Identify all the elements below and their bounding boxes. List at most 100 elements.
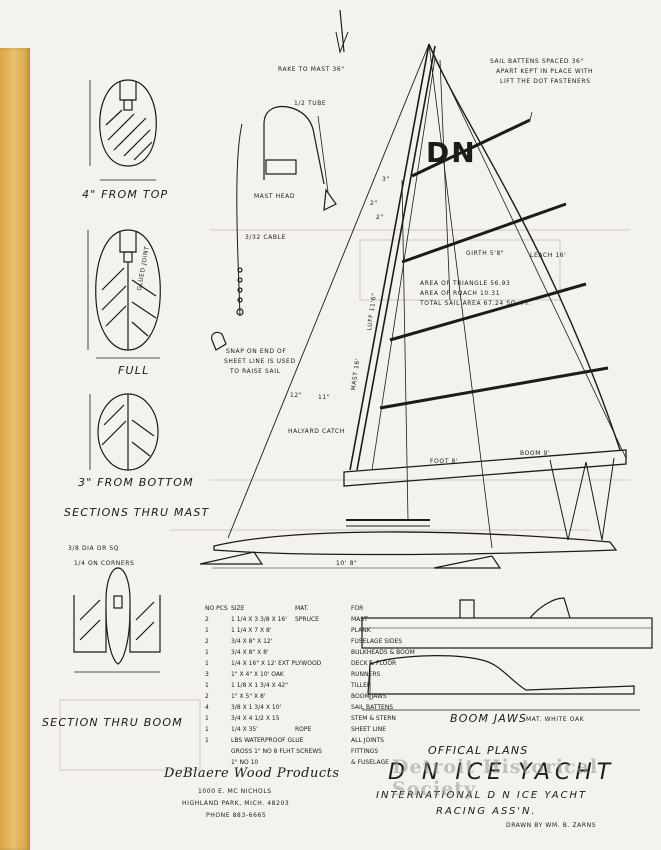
materials-cell: 1 [205,660,209,667]
section-bottom-label: 3" FROM BOTTOM [78,476,194,489]
maker-phone: PHONE 883-6665 [206,812,267,819]
materials-cell: 1 [205,737,209,744]
boom-jaws-drawing [361,597,653,711]
materials-cell [295,735,351,746]
materials-cell: MAST [351,616,368,623]
sail-plan [199,9,627,569]
tape-strip [0,48,30,850]
title-subtitle-line-2: RACING ASS'N. [436,806,537,817]
materials-cell: 1 1/4 X 7 X 8' [231,627,272,634]
materials-table: NO PCS SIZE MAT. FOR 2 1 1/4 X 3 3/8 X 16… [205,603,415,768]
materials-cell: 4 [205,704,209,711]
materials-cell: 1 [205,726,209,733]
technical-drawing [59,9,653,771]
dim-11-label: 11" [318,394,331,401]
materials-cell [295,691,351,702]
materials-cell [205,746,231,757]
materials-row: GROSS 1" NO 8 FLHT SCREWS FITTINGS [205,746,415,757]
hull-length-label: 10' 8" [336,560,358,567]
materials-cell: 2 [205,693,209,700]
materials-cell: GROSS 1" NO 8 FLHT SCREWS [231,748,322,755]
cable-label: 3/32 CABLE [245,234,286,241]
materials-cell: SHEET LINE [351,726,386,733]
snap-note-line-2: SHEET LINE IS USED [224,358,296,365]
maker-address: 1000 E. MC NICHOLS [198,788,272,795]
materials-cell [295,636,351,647]
sections-thru-mast-label: SECTIONS THRU MAST [64,506,210,519]
materials-cell: 3/4 X 4 1/2 X 15 [231,715,280,722]
materials-row: 1 1/4 X 35' ROPE SHEET LINE [205,724,415,735]
materials-cell: & FUSELAGE [351,759,389,766]
materials-cell [295,746,351,757]
materials-cell: ROPE [295,726,312,733]
section-thru-boom-label: SECTION THRU BOOM [42,716,183,729]
section-full-label: FULL [118,364,150,377]
materials-cell: SPRUCE [295,616,319,623]
mast-head-label: MAST HEAD [254,193,296,200]
battens-note-line-2: APART KEPT IN PLACE WITH [496,68,594,75]
materials-cell [295,680,351,691]
materials-cell [295,713,351,724]
materials-cell: BULKHEADS & BOOM [351,649,415,656]
materials-cell: FUSELAGE SIDES [351,638,403,645]
materials-header-cell: FOR [351,605,364,612]
title-subtitle-line-1: INTERNATIONAL D N ICE YACHT [376,790,588,801]
materials-cell: 1 1/8 X 1 3/4 X 42" [231,682,289,689]
materials-cell: TILLER [351,682,372,689]
total-sail-area-label: TOTAL SAIL AREA 67.24 SQ. FT. [420,300,532,307]
materials-cell: 2 [205,638,209,645]
materials-cell: 1 [205,649,209,656]
materials-cell: 3/4 X 8" X 8' [231,649,269,656]
materials-cell: 1" X 4" X 10' OAK [231,671,284,678]
materials-cell: RUNNERS [351,671,381,678]
materials-cell: 3/8 X 1 3/4 X 10' [231,704,282,711]
rake-label: RAKE TO MAST 36" [278,66,345,73]
on-corners-label: 1/4 ON CORNERS [74,560,135,567]
drawn-by-label: DRAWN BY WM. B. ZARNS [506,822,597,829]
materials-cell: 1 [205,682,209,689]
materials-cell: ALL JOINTS [351,737,384,744]
battens-note-line-3: LIFT THE DOT FASTENERS [500,78,591,85]
sail-insignia: DN [426,136,477,169]
blueprint-sheet: 4" FROM TOP FULL 3" FROM BOTTOM SECTIONS… [30,0,661,850]
materials-cell: FITTINGS [351,748,379,755]
dim-2a-label: 2" [370,200,378,207]
maker-name: DeBlaere Wood Products [164,766,340,781]
materials-cell: 1 [205,715,209,722]
materials-cell: DECK & FLOOR [351,660,397,667]
boom-jaws-material: MAT. WHITE OAK [526,716,585,723]
boom-section [73,567,161,673]
mast-section-top [89,79,157,181]
materials-header: NO PCS SIZE MAT. FOR [205,603,415,614]
materials-cell: 1" X 5" X 8' [231,693,266,700]
materials-header-cell: MAT. [295,605,309,612]
materials-cell: 1 1/4 X 3 3/8 X 16' [231,616,287,623]
dim-2b-label: 2" [376,214,384,221]
materials-row: 1 3/4 X 8" X 8' BULKHEADS & BOOM [205,647,415,658]
materials-cell: LBS WATERPROOF GLUE [231,737,304,744]
dim-3-label: 3" [382,176,390,183]
bleed-through [59,229,630,771]
materials-cell [295,702,351,713]
materials-cell: 1 [205,627,209,634]
official-plans-label: OFFICAL PLANS [428,744,529,757]
boom-jaws-label: BOOM JAWS [450,712,528,725]
mast-section-bottom [89,393,159,471]
drawing-title: D N ICE YACHT [388,760,616,785]
materials-row: 1" NO 10& FUSELAGE [205,757,415,768]
battens-note-line-1: SAIL BATTENS SPACED 36" [490,58,584,65]
area-triangle-label: AREA OF TRIANGLE 56.93 [420,280,511,287]
materials-cell [295,669,351,680]
snap-note-line-1: SNAP ON END OF [226,348,287,355]
materials-row: 1 LBS WATERPROOF GLUE ALL JOINTS [205,735,415,746]
materials-cell: 1/4 X 16" X 12' EXT PLYWOOD [231,660,322,667]
girth-label: GIRTH 5'8" [466,250,505,257]
materials-cell: 1/4 X 35' [231,726,258,733]
dim-12-label: 12" [290,392,303,399]
materials-cell [295,625,351,636]
